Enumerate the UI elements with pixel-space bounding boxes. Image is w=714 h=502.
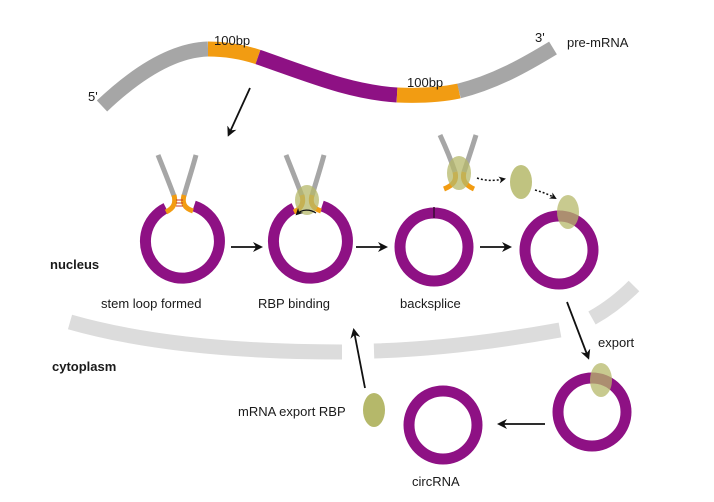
step-label-export: export — [598, 335, 635, 350]
five-prime-label: 5' — [88, 89, 98, 104]
circle-arc — [139, 200, 225, 284]
repeat-right-stem — [180, 194, 194, 214]
export-rbp-oval — [590, 363, 612, 397]
rbp-binding-structure — [267, 154, 353, 284]
backsplice-structure — [394, 133, 479, 287]
arrow-to-stem-loop — [227, 87, 251, 137]
arrow-rbp-recycle — [350, 328, 366, 389]
step-label-stem-loop: stem loop formed — [101, 296, 201, 311]
cytoplasmic-rbp-bound-circrna — [552, 363, 632, 452]
flank-right — [181, 154, 199, 197]
released-rbp-oval — [447, 156, 471, 190]
circle-arc — [267, 200, 353, 284]
pre-mrna-5-flank — [96, 41, 209, 112]
dotted-arrow-rbp-release — [476, 176, 506, 184]
nuclear-membrane — [67, 280, 640, 360]
pre-mrna-strand — [96, 41, 557, 112]
rbp-label: mRNA export RBP — [238, 404, 346, 419]
membrane-segment-right — [588, 280, 640, 325]
step-label-rbp-binding: RBP binding — [258, 296, 330, 311]
membrane-segment-left — [67, 314, 343, 360]
dotted-arrow-rbp-bind — [534, 189, 557, 199]
repeat-right-label: 100bp — [407, 75, 443, 90]
final-circrna — [403, 385, 483, 465]
rbp-bound-circrna — [519, 195, 599, 290]
recycled-rbp-oval — [363, 393, 385, 427]
pre-mrna-exon — [255, 49, 398, 103]
free-rbp-oval — [510, 165, 532, 199]
three-prime-label: 3' — [535, 30, 545, 45]
nucleus-label: nucleus — [50, 257, 99, 272]
splice-arrow — [295, 207, 317, 216]
repeat-left-stem — [164, 194, 178, 215]
flank-left — [155, 154, 177, 197]
pre-mrna-repeat-left — [207, 41, 261, 65]
stem-loop-structure — [139, 154, 225, 284]
pre-mrna-label: pre-mRNA — [567, 35, 629, 50]
step-label-backsplice: backsplice — [400, 296, 461, 311]
circrna-circle — [394, 207, 474, 287]
repeat-left-label: 100bp — [214, 33, 250, 48]
arrow-export — [566, 301, 591, 360]
pre-mrna-repeat-right — [396, 83, 461, 103]
circrna-circle — [519, 210, 599, 290]
membrane-segment-middle — [373, 322, 562, 359]
pre-mrna-3-flank — [457, 41, 557, 99]
cytoplasm-label: cytoplasm — [52, 359, 116, 374]
rbp-oval — [295, 185, 319, 215]
export-rbp-oval — [557, 195, 579, 229]
step-label-circrna: circRNA — [412, 474, 460, 489]
